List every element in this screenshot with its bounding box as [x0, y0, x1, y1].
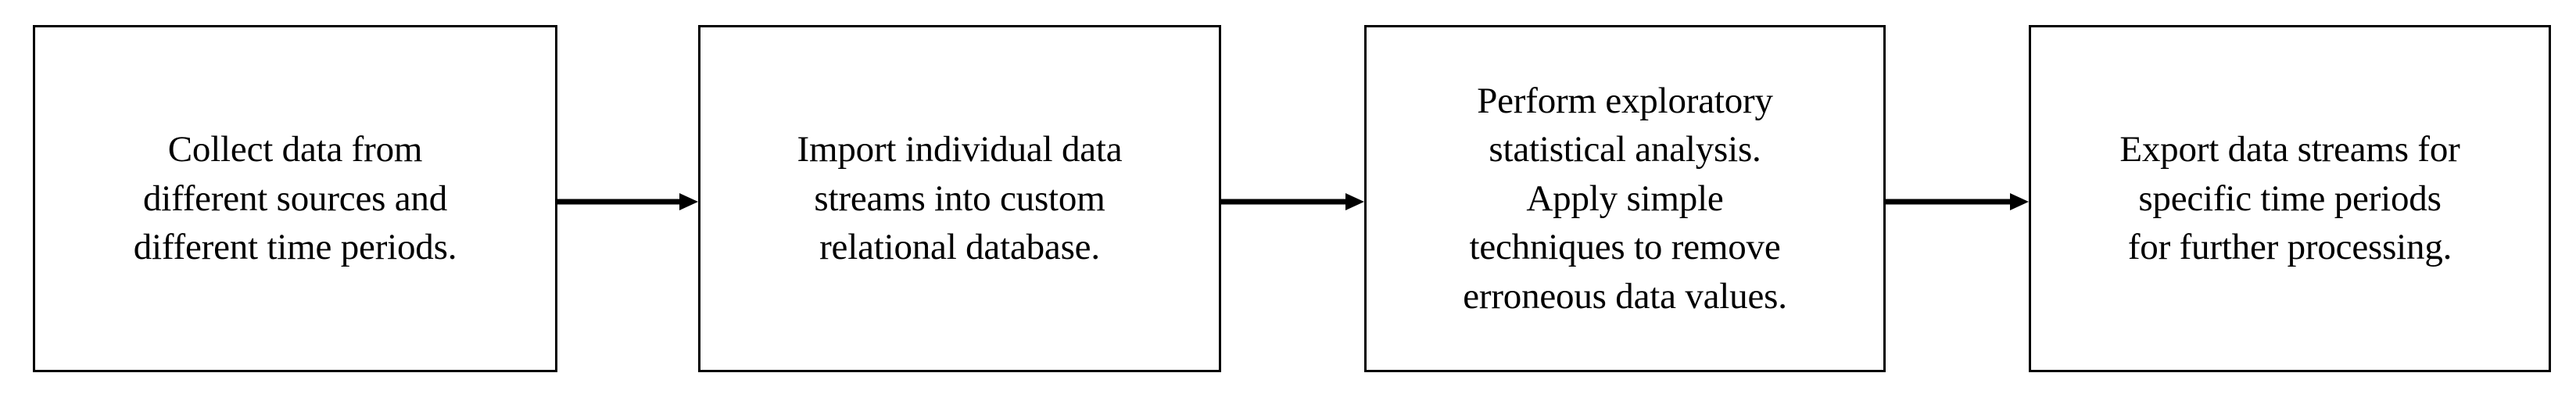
arrow-right-icon	[557, 193, 698, 210]
process-box-label: Export data streams for specific time pe…	[2119, 129, 2460, 268]
arrow-collect-to-import	[557, 192, 698, 211]
arrow-import-to-analyze	[1221, 192, 1364, 211]
process-box-import-data[interactable]: Import individual data streams into cust…	[698, 25, 1221, 372]
arrow-right-icon	[1221, 193, 1364, 210]
process-box-label: Perform exploratory statistical analysis…	[1463, 80, 1787, 317]
process-box-analyze-data[interactable]: Perform exploratory statistical analysis…	[1364, 25, 1886, 372]
arrow-right-icon	[1886, 193, 2029, 210]
process-box-label: Import individual data streams into cust…	[797, 129, 1123, 268]
process-box-export-data[interactable]: Export data streams for specific time pe…	[2029, 25, 2551, 372]
arrow-analyze-to-export	[1886, 192, 2029, 211]
process-box-collect-data[interactable]: Collect data from different sources and …	[33, 25, 557, 372]
process-box-label: Collect data from different sources and …	[133, 129, 457, 268]
